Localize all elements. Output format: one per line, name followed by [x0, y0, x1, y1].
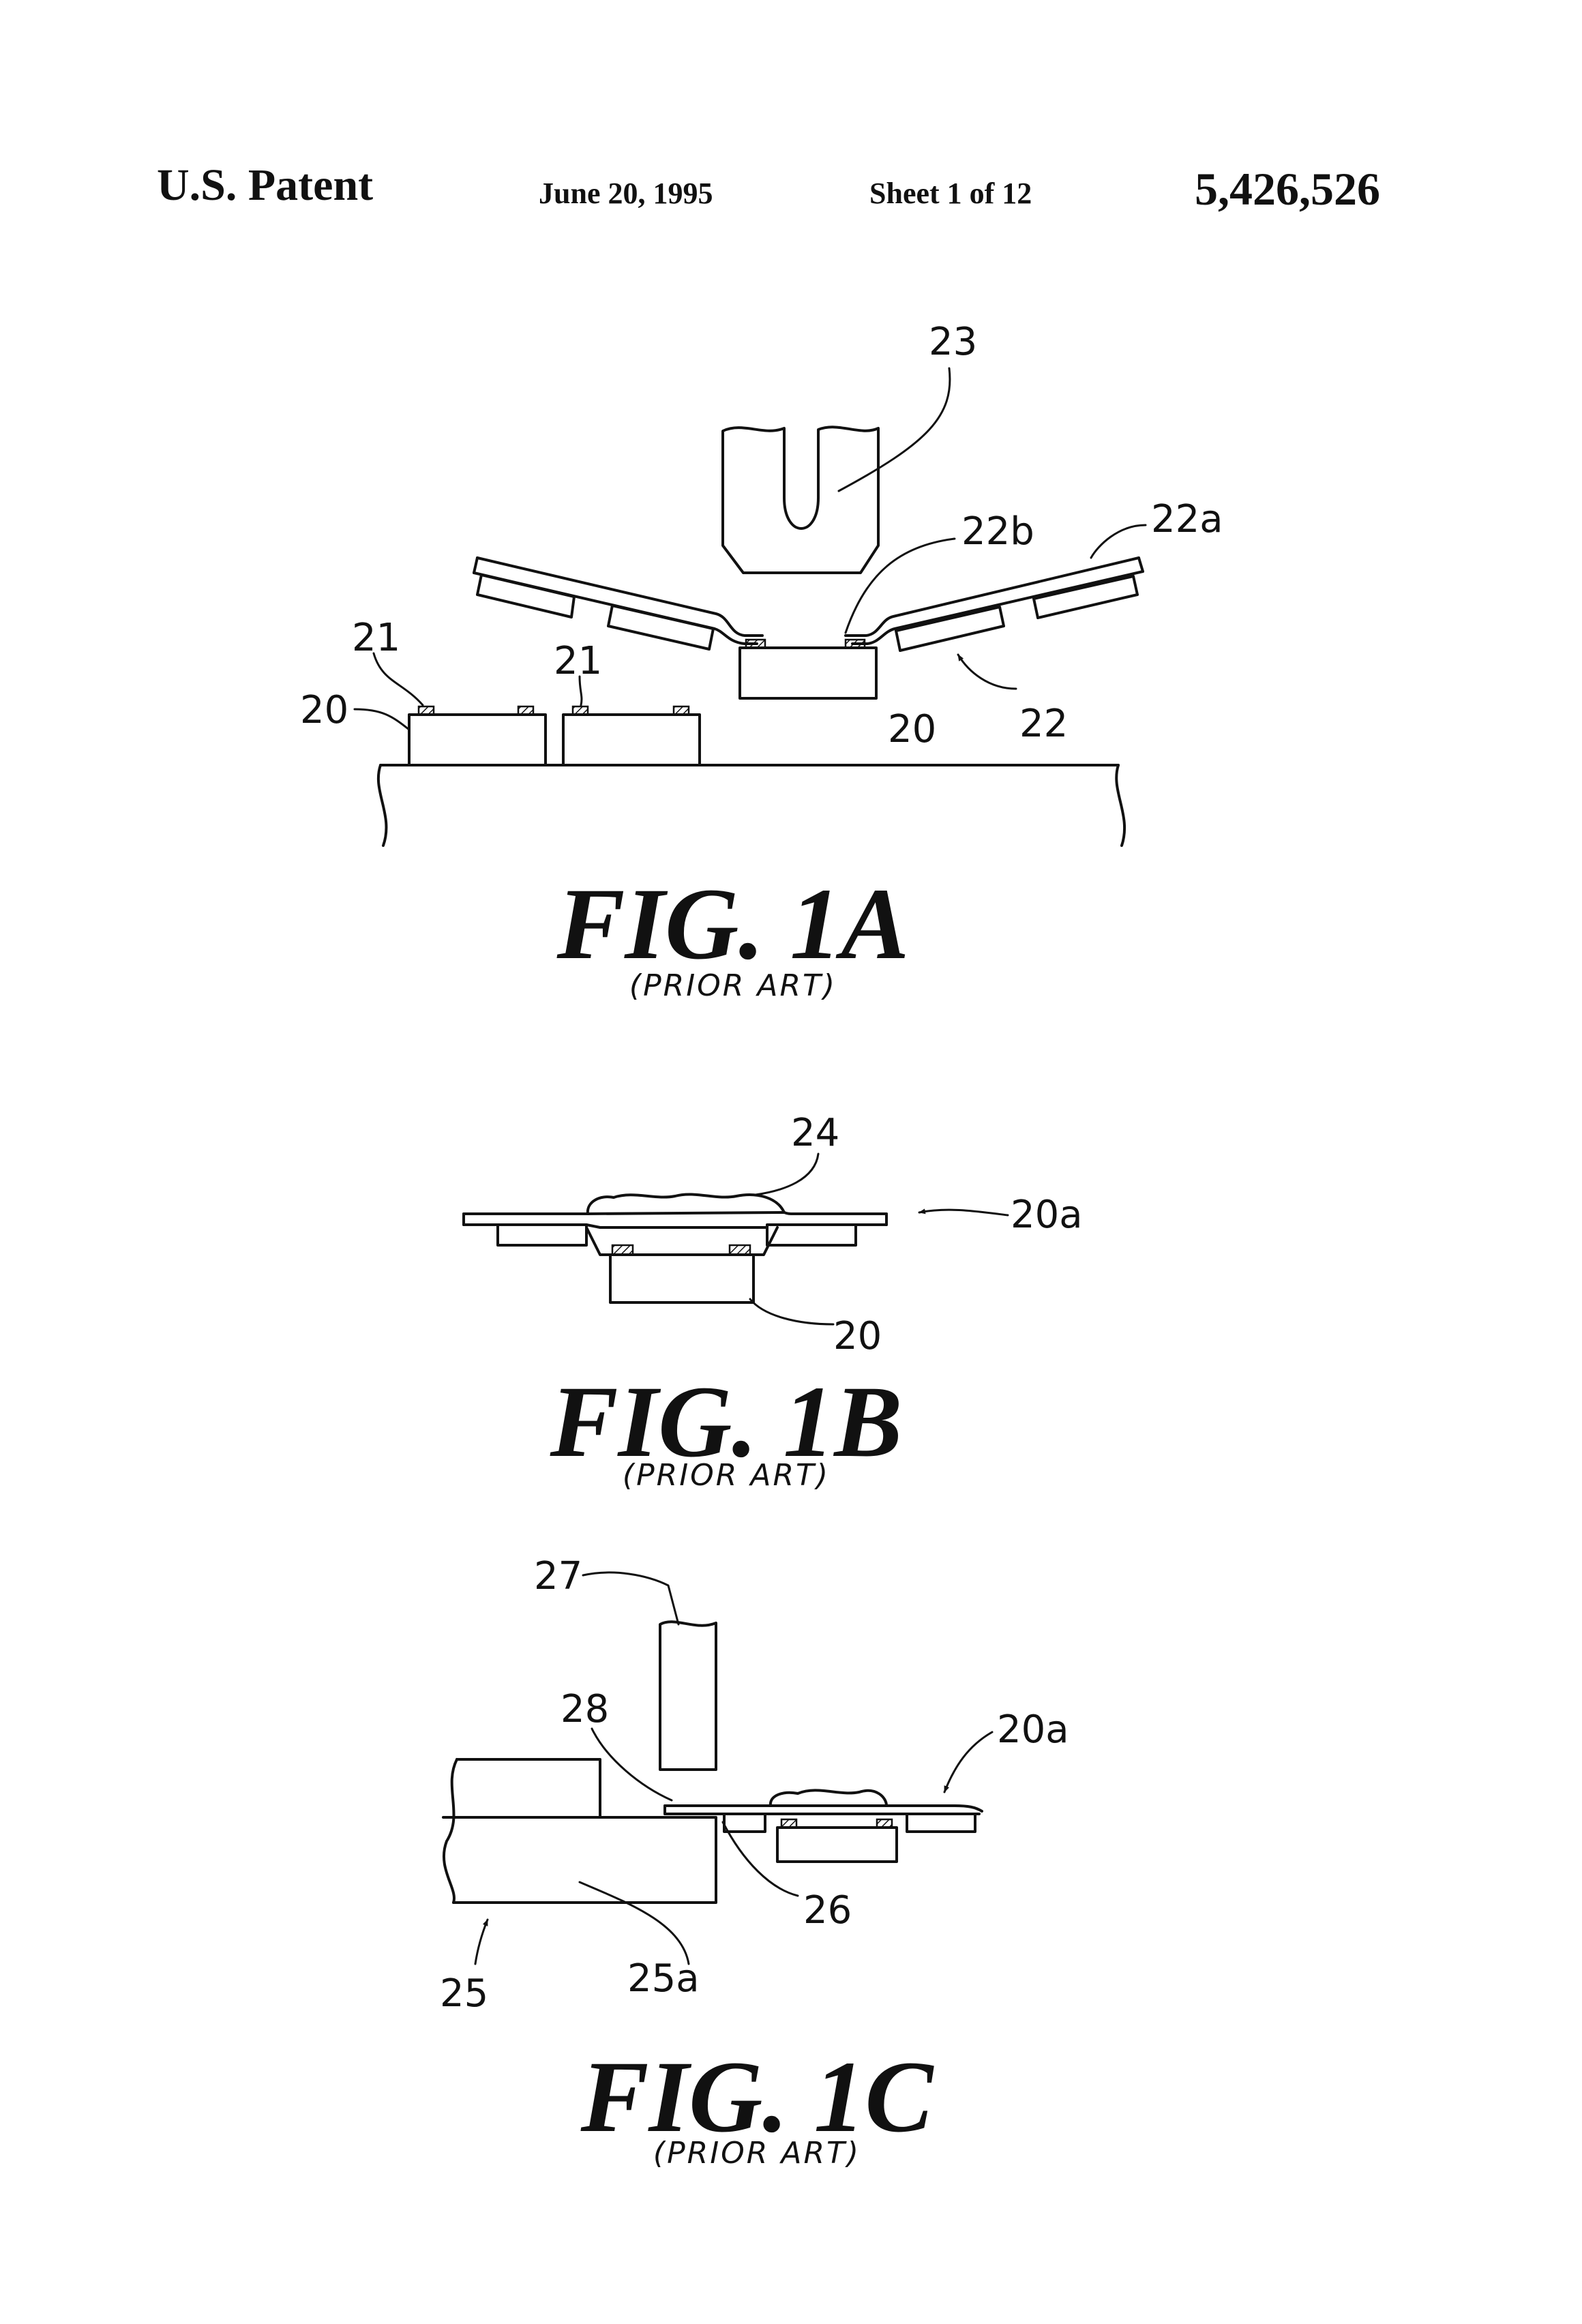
- fig1a-subtitle: (PRIOR ART): [629, 968, 837, 1003]
- fig1b-leader-20: [750, 1299, 833, 1324]
- figure-1a: 23 22b 22a 21 21 20 20 22 FIG. 1A (PRIOR…: [300, 320, 1223, 1003]
- fig1c-upper-block: [450, 1759, 600, 1817]
- fig1a-chip-middle: [563, 715, 700, 765]
- fig1c-arrow-20a: [944, 1732, 992, 1792]
- fig1a-bonding-tool: [723, 427, 878, 573]
- fig1b-label-20a: 20a: [1011, 1193, 1083, 1237]
- fig1a-chip-left: [409, 715, 546, 765]
- fig1a-tape-left-end: [474, 558, 477, 573]
- fig1c-base-block: [443, 1817, 716, 1903]
- fig1c-label-26: 26: [803, 1888, 852, 1933]
- fig1a-label-22a: 22a: [1151, 497, 1223, 541]
- fig1c-tape-segment: [907, 1814, 975, 1832]
- fig1a-bump: [674, 706, 689, 715]
- fig1a-bump: [573, 706, 588, 715]
- fig1a-label-22: 22: [1019, 702, 1068, 746]
- fig1a-leader-21a: [374, 653, 423, 705]
- fig1a-tape-segment: [608, 606, 713, 649]
- fig1a-leader-20a: [355, 709, 409, 730]
- fig1b-bump: [730, 1245, 750, 1255]
- fig1a-bump: [419, 706, 434, 715]
- fig1c-leader-25a: [580, 1882, 689, 1964]
- fig1b-arrow-20a: [919, 1210, 1008, 1215]
- fig1c-label-25: 25: [440, 1971, 488, 2016]
- fig1b-subtitle: (PRIOR ART): [623, 1458, 830, 1493]
- fig1b-tape-segment: [498, 1225, 586, 1245]
- fig1c-leader-27: [583, 1573, 678, 1624]
- fig1a-title: FIG. 1A: [556, 867, 910, 981]
- fig1b-tape-segment: [767, 1225, 856, 1245]
- fig1a-label-21a: 21: [352, 616, 400, 660]
- fig1b-bump: [612, 1245, 633, 1255]
- fig1c-label-25a: 25a: [627, 1956, 700, 2001]
- fig1b-label-20: 20: [833, 1314, 882, 1358]
- fig1b-lead-bend: [586, 1227, 614, 1255]
- fig1a-stage-right-break: [1116, 765, 1124, 846]
- fig1c-subtitle: (PRIOR ART): [653, 2136, 861, 2171]
- fig1a-tape-segment: [896, 607, 1004, 651]
- fig1c-arrow-25: [475, 1920, 488, 1964]
- fig1c-chip: [777, 1828, 897, 1862]
- fig1a-label-20a: 20: [300, 688, 348, 732]
- fig1c-label-27: 27: [534, 1554, 582, 1598]
- fig1a-tape-right-end: [1139, 558, 1143, 571]
- fig1b-chip: [610, 1255, 753, 1302]
- figure-1b: 24 20a 20 FIG. 1B (PRIOR ART): [464, 1111, 1083, 1493]
- fig1a-label-23: 23: [929, 320, 977, 364]
- fig1c-base-break: [444, 1759, 457, 1903]
- fig1c-label-28: 28: [561, 1687, 609, 1731]
- fig1a-label-22b: 22b: [961, 509, 1034, 554]
- fig1a-leader-22a: [1091, 525, 1146, 558]
- fig1c-encapsulation: [771, 1790, 886, 1806]
- fig1b-encapsulation: [588, 1194, 784, 1214]
- fig1b-label-24: 24: [791, 1111, 839, 1155]
- fig1c-label-20a: 20a: [997, 1708, 1069, 1752]
- fig1a-chip-bonded: [740, 648, 876, 698]
- fig1a-bump: [518, 706, 533, 715]
- fig1a-arrow-22: [958, 655, 1016, 689]
- fig1c-bump: [781, 1819, 796, 1828]
- fig1a-label-21b: 21: [554, 639, 602, 683]
- fig1c-tape-segment: [724, 1814, 765, 1832]
- fig1b-leader-24: [756, 1154, 818, 1195]
- fig1a-label-20b: 20: [888, 707, 936, 751]
- fig1a-tape-segment: [1034, 576, 1137, 618]
- fig1c-tool: [660, 1622, 716, 1770]
- figure-1c: 27 28 20a 26 25a 25 FIG. 1C (PRIOR ART): [440, 1554, 1069, 2171]
- fig1a-stage-left-break: [378, 765, 387, 846]
- fig1a-tape-segment: [477, 575, 574, 617]
- fig1c-bump: [877, 1819, 892, 1828]
